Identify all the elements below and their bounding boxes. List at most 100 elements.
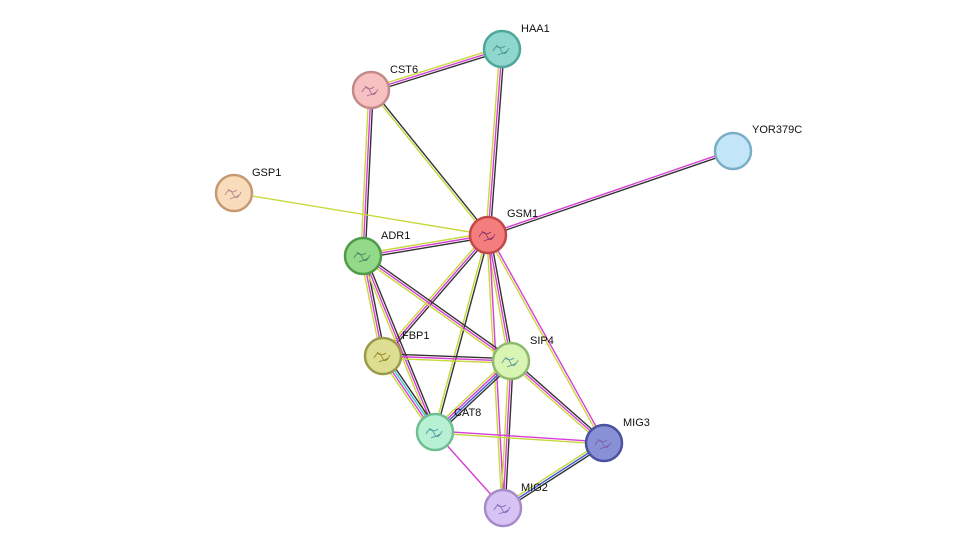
edge-line-black xyxy=(503,444,606,511)
node-label: GSM1 xyxy=(507,208,538,220)
node-mig2[interactable]: MIG2 xyxy=(483,482,548,528)
node-label: HAA1 xyxy=(521,23,550,35)
node-circle[interactable] xyxy=(415,412,455,452)
edge-gsm1-adr1[interactable] xyxy=(362,232,489,259)
node-circle[interactable] xyxy=(351,70,391,110)
edge-line-black xyxy=(488,151,734,237)
edge-gsm1-mig3[interactable] xyxy=(486,234,606,444)
node-haa1[interactable]: HAA1 xyxy=(482,23,550,69)
edge-line-black xyxy=(511,358,606,442)
edge-cst6-gsm1[interactable] xyxy=(369,88,490,237)
edge-line-yellow xyxy=(370,46,502,89)
edge-cst6-adr1[interactable] xyxy=(360,89,374,257)
node-circle[interactable] xyxy=(468,215,508,255)
node-label: SIP4 xyxy=(530,335,554,347)
node-adr1[interactable]: ADR1 xyxy=(343,230,410,276)
edge-line-black xyxy=(364,90,374,257)
edge-mig3-mig2[interactable] xyxy=(501,440,606,511)
edge-line-yellow xyxy=(362,232,488,255)
protein-structure-icon xyxy=(492,44,510,56)
edge-line-yellow xyxy=(433,234,488,432)
protein-structure-icon xyxy=(224,188,242,200)
edge-line-magenta xyxy=(488,234,606,443)
protein-structure-icon xyxy=(501,356,519,368)
edge-line-magenta xyxy=(382,234,489,357)
edge-line-magenta xyxy=(370,48,503,91)
node-label: YOR379C xyxy=(752,124,802,136)
edge-line-yellow xyxy=(369,90,488,237)
node-sip4[interactable]: SIP4 xyxy=(491,335,554,381)
edge-line-black xyxy=(371,50,503,93)
edge-line-yellow xyxy=(434,432,604,445)
edge-haa1-cst6[interactable] xyxy=(370,46,503,93)
edge-line-magenta xyxy=(362,89,372,257)
edge-line-black xyxy=(384,235,491,358)
edge-line-black xyxy=(363,236,489,259)
node-fbp1[interactable]: FBP1 xyxy=(363,330,430,376)
edge-line-magenta xyxy=(362,234,489,257)
edge-line-yellow xyxy=(486,235,604,444)
edge-line-yellow xyxy=(509,362,604,446)
edge-line-black xyxy=(363,253,513,360)
node-circle[interactable] xyxy=(214,173,254,213)
edge-line-yellow xyxy=(382,357,511,364)
edge-line-yellow xyxy=(233,192,489,236)
edge-adr1-sip4[interactable] xyxy=(361,253,513,364)
edge-line-magenta xyxy=(510,360,605,444)
edge-yor379c-gsm1[interactable] xyxy=(487,149,734,237)
edge-gsm1-fbp1[interactable] xyxy=(380,233,491,358)
protein-structure-icon xyxy=(478,230,496,242)
node-circle[interactable] xyxy=(343,236,383,276)
node-mig3[interactable]: MIG3 xyxy=(584,417,650,463)
edge-line-black xyxy=(489,234,514,361)
edges-layer xyxy=(233,46,734,511)
edge-line-yellow xyxy=(501,440,604,507)
edge-line-black xyxy=(383,353,512,360)
edge-haa1-gsm1[interactable] xyxy=(485,48,505,236)
protein-structure-icon xyxy=(353,251,371,263)
edge-line-yellow xyxy=(361,257,511,364)
protein-structure-icon xyxy=(373,351,391,363)
edge-line-magenta xyxy=(362,255,512,362)
node-circle[interactable] xyxy=(363,336,403,376)
node-label: CST6 xyxy=(390,64,418,76)
edge-sip4-mig2[interactable] xyxy=(500,360,514,509)
edge-line-yellow xyxy=(485,48,501,235)
node-label: MIG3 xyxy=(623,417,650,429)
edge-line-yellow xyxy=(380,233,487,356)
edge-gsp1-gsm1[interactable] xyxy=(233,192,489,236)
protein-structure-icon xyxy=(493,503,511,515)
node-circle[interactable] xyxy=(584,423,624,463)
edge-line-black xyxy=(489,49,505,236)
node-gsm1[interactable]: GSM1 xyxy=(468,208,538,255)
edge-line-magenta xyxy=(487,234,512,362)
edge-line-magenta xyxy=(487,48,503,236)
edge-line-black xyxy=(435,235,490,433)
edge-line-black xyxy=(371,88,490,235)
node-gsp1[interactable]: GSP1 xyxy=(214,167,281,213)
edge-line-magenta xyxy=(487,149,733,235)
edge-line-magenta xyxy=(502,360,512,509)
node-cat8[interactable]: CAT8 xyxy=(415,407,481,452)
edge-sip4-mig3[interactable] xyxy=(509,358,606,446)
node-label: GSP1 xyxy=(252,167,281,179)
protein-structure-icon xyxy=(425,427,443,439)
edge-line-yellow xyxy=(360,89,370,256)
edge-line-magenta xyxy=(362,255,436,433)
node-circle[interactable] xyxy=(491,341,531,381)
node-cst6[interactable]: CST6 xyxy=(351,64,418,110)
node-yor379c[interactable]: YOR379C xyxy=(713,124,802,171)
edge-line-magenta xyxy=(382,355,512,362)
edge-fbp1-sip4[interactable] xyxy=(382,353,512,364)
node-label: FBP1 xyxy=(402,330,430,342)
node-circle[interactable] xyxy=(713,131,753,171)
node-circle[interactable] xyxy=(483,488,523,528)
edge-line-blue xyxy=(502,442,605,509)
node-label: MIG2 xyxy=(521,482,548,494)
node-circle[interactable] xyxy=(482,29,522,69)
protein-structure-icon xyxy=(594,438,612,450)
edge-gsm1-cat8[interactable] xyxy=(433,234,490,433)
edge-cat8-mig3[interactable] xyxy=(434,430,605,445)
